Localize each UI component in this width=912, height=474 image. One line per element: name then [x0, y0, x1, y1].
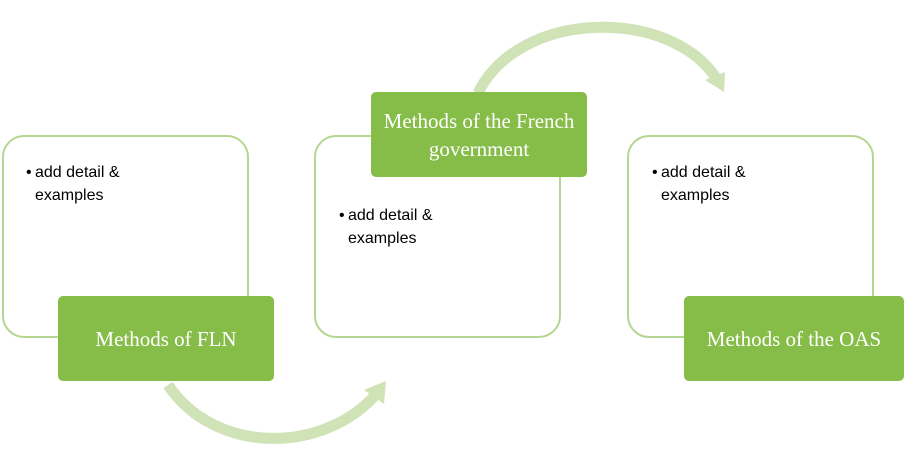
bullet-dot: • — [339, 207, 345, 224]
step-french-bullet: • add detail & examples — [339, 204, 498, 250]
step-fln-bullet-text: add detail & examples — [35, 164, 120, 204]
step-oas-bullet-text: add detail & examples — [661, 164, 746, 204]
step-title-oas: Methods of the OAS — [684, 296, 904, 381]
step-title-french-government: Methods of the French government — [371, 92, 587, 177]
step-title-oas-text: Methods of the OAS — [706, 326, 882, 351]
step-oas-bullet: • add detail & examples — [652, 161, 811, 207]
arrow-head-bottom — [364, 381, 386, 404]
step-title-french-text: Methods of the French government — [383, 108, 575, 161]
step-title-fln-text: Methods of FLN — [95, 326, 237, 351]
bullet-dot: • — [652, 164, 658, 181]
step-title-fln: Methods of FLN — [58, 296, 274, 381]
step-french-bullet-text: add detail & examples — [348, 207, 433, 247]
arrow-head-top — [705, 72, 725, 92]
arrow-fln-to-french — [163, 381, 383, 444]
step-fln-bullet: • add detail & examples — [26, 161, 185, 207]
bullet-dot: • — [26, 164, 32, 181]
arrow-french-to-oas — [473, 21, 721, 96]
